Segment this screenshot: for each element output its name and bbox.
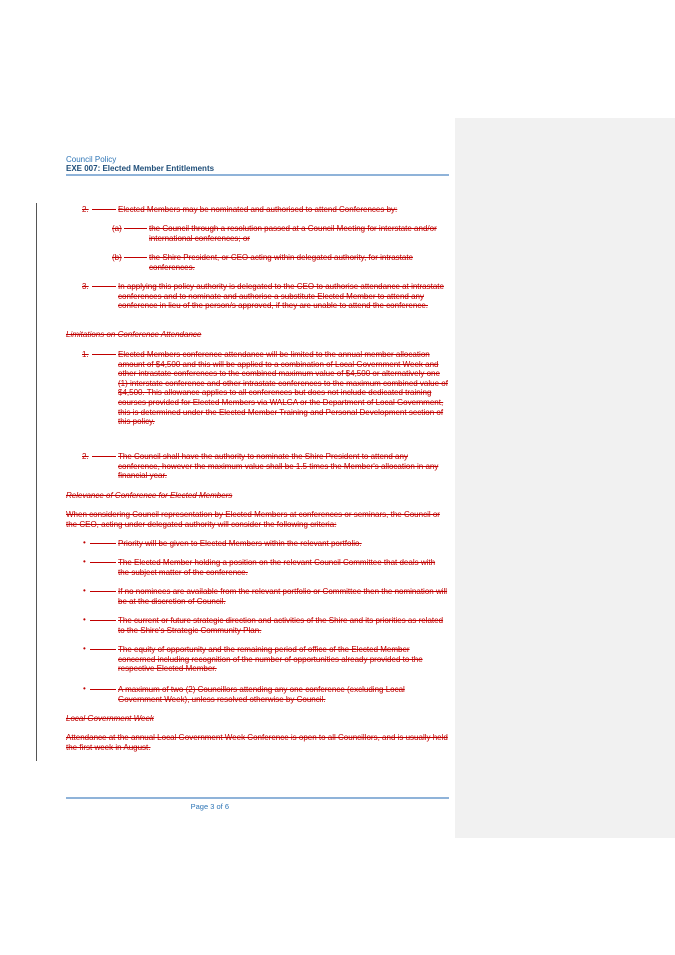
relevance-bullet-6: A maximum of two (2) Councillors attendi… (118, 685, 405, 704)
limitations-heading: Limitations on Conference Attendance (66, 330, 202, 339)
tab-leader (92, 209, 116, 210)
comments-pane (455, 118, 675, 838)
tab-leader (92, 456, 116, 457)
relevance-bullet-3: If no nominees are available from the re… (118, 587, 448, 606)
bullet-icon: • (83, 684, 86, 693)
tab-leader (92, 286, 116, 287)
bullet-icon: • (83, 538, 86, 547)
limitations-item-2-number: 2. (82, 452, 89, 461)
tab-leader (90, 562, 116, 563)
bullet-icon: • (83, 644, 86, 653)
header-policy-type: Council Policy (66, 155, 117, 164)
relevance-intro: When considering Council representation … (66, 510, 440, 529)
item-2a-text: the Council through a resolution passed … (149, 224, 437, 243)
header-rule (66, 174, 449, 176)
tab-leader (92, 354, 116, 355)
relevance-bullet-4: The current or future strategic directio… (118, 616, 444, 635)
tab-leader (90, 543, 116, 544)
bullet-icon: • (83, 615, 86, 624)
bullet-icon: • (83, 586, 86, 595)
item-2b-text: the Shire President, or CEO acting withi… (149, 253, 413, 272)
item-2-text: Elected Members may be nominated and aut… (118, 205, 398, 214)
item-3-text: In applying this policy authority is del… (118, 282, 444, 311)
item-2-number: 2. (82, 205, 89, 214)
item-2a-label: (a) (112, 224, 122, 233)
lgweek-text: Attendance at the annual Local Governmen… (66, 733, 448, 752)
item-2b-label: (b) (112, 253, 122, 262)
tab-leader (124, 228, 147, 229)
relevance-bullet-1: Priority will be given to Elected Member… (118, 539, 362, 548)
bullet-icon: • (83, 557, 86, 566)
tab-leader (90, 649, 116, 650)
item-3-number: 3. (82, 282, 89, 291)
page-number: Page 3 of 6 (190, 802, 229, 811)
header-policy-title: EXE 007: Elected Member Entitlements (66, 164, 215, 173)
limitations-item-1-text: Elected Members conference attendance wi… (118, 350, 448, 427)
tab-leader (90, 591, 116, 592)
relevance-heading: Relevance of Conference for Elected Memb… (66, 491, 233, 500)
tab-leader (90, 620, 116, 621)
limitations-item-1-number: 1. (82, 350, 89, 359)
document-page: Council Policy EXE 007: Elected Member E… (36, 155, 449, 811)
change-bar (36, 203, 37, 761)
tab-leader (90, 689, 116, 690)
relevance-bullet-2: The Elected Member holding a position on… (118, 558, 436, 577)
tab-leader (124, 257, 147, 258)
relevance-bullet-5: The equity of opportunity and the remain… (118, 645, 423, 674)
footer-rule (66, 797, 449, 799)
lgweek-heading: Local Government Week (66, 714, 154, 723)
limitations-item-2-text: The Council shall have the authority to … (118, 452, 439, 481)
